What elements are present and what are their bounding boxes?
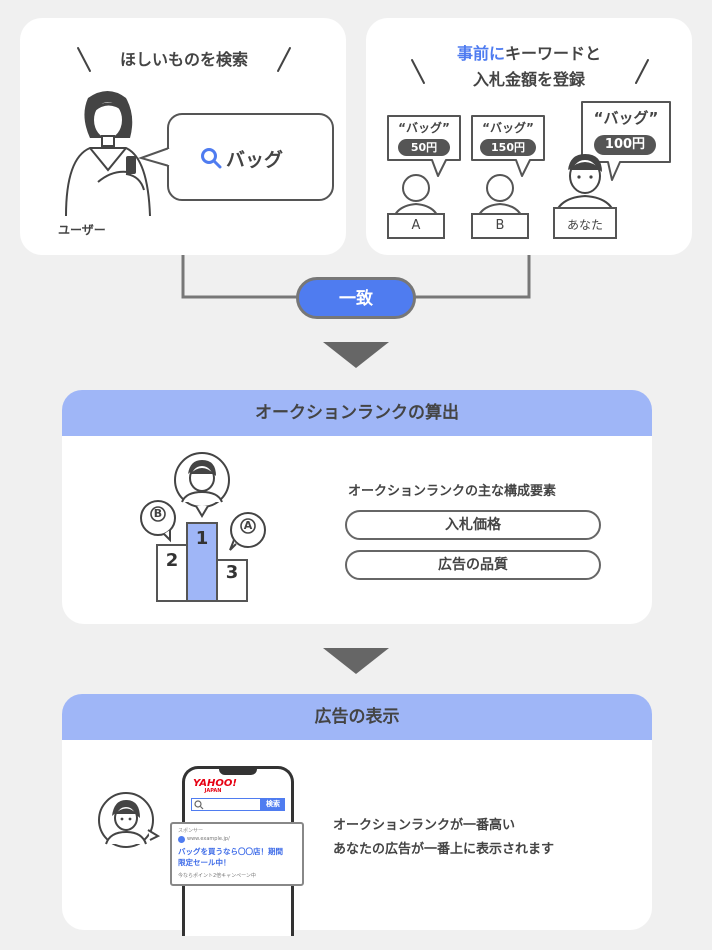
down-arrow-icon bbox=[323, 342, 389, 368]
ad-description: 今ならポイント2倍キャンペーン中 bbox=[178, 873, 256, 879]
person-b-label: B bbox=[495, 218, 505, 233]
search-icon bbox=[201, 148, 222, 169]
person-a-illustration bbox=[387, 174, 445, 239]
phone-search-icon bbox=[194, 800, 204, 810]
phone-search-input[interactable] bbox=[191, 798, 261, 811]
ad-display-desc-line1: オークションランクが一番高い bbox=[333, 818, 516, 833]
bid-amount-you: 100円 bbox=[594, 135, 656, 155]
factors-subtitle: オークションランクの主な構成要素 bbox=[348, 484, 557, 499]
search-text: バッグ bbox=[226, 149, 284, 171]
match-connector bbox=[181, 255, 531, 299]
ad-display-title: 広告の表示 bbox=[62, 694, 652, 740]
yahoo-logo: YAHOO! JAPAN bbox=[193, 778, 237, 794]
down-arrow-icon bbox=[323, 648, 389, 674]
ad-url: www.example.jp/ bbox=[187, 836, 230, 842]
ad-card[interactable] bbox=[170, 822, 304, 886]
factor-ad-quality: 広告の品質 bbox=[345, 550, 601, 580]
search-card: ほしいものを検索 ユーザー バッグ bbox=[20, 18, 346, 255]
bid-keyword-you: “バッグ” bbox=[593, 109, 659, 127]
phone-search-button[interactable]: 検索 bbox=[261, 798, 285, 811]
podium-second: 2 bbox=[165, 550, 179, 571]
ad-display-desc-line2: あなたの広告が一番上に表示されます bbox=[333, 842, 555, 857]
yahoo-logo-sub: JAPAN bbox=[204, 788, 222, 794]
search-bubble bbox=[138, 113, 334, 201]
podium-third: 3 bbox=[225, 562, 239, 583]
ad-favicon-icon bbox=[178, 836, 185, 843]
bid-heading-highlight: 事前に bbox=[456, 44, 505, 63]
bid-heading-line1: 事前にキーワードと bbox=[426, 40, 632, 64]
ad-sponsor-label: スポンサー bbox=[178, 828, 204, 834]
phone-notch bbox=[219, 769, 257, 775]
person-a-label: A bbox=[411, 218, 421, 233]
person-b-illustration bbox=[471, 174, 529, 239]
factor-bid-price: 入札価格 bbox=[345, 510, 601, 540]
badge-b: B bbox=[153, 507, 163, 520]
person-you-label: あなた bbox=[566, 218, 603, 232]
ad-title-line2[interactable]: 限定セール中！ bbox=[178, 858, 231, 867]
bid-keyword-b: “バッグ” bbox=[482, 121, 534, 135]
user-illustration bbox=[65, 91, 151, 217]
podium-first: 1 bbox=[195, 528, 209, 549]
auction-rank-title: オークションランクの算出 bbox=[62, 390, 652, 436]
yahoo-logo-main: YAHOO! bbox=[193, 778, 237, 789]
bid-keyword-a: “バッグ” bbox=[398, 121, 450, 135]
emphasis-lines bbox=[77, 47, 291, 72]
bid-card: 事前にキーワードと 入札金額を登録 “バッグ” 50円 “バッグ” 150円 “… bbox=[366, 18, 692, 255]
match-pill: 一致 bbox=[296, 277, 416, 319]
ad-title-line1[interactable]: バッグを買うなら〇〇店！期間 bbox=[178, 847, 283, 856]
you-avatar-bubble bbox=[98, 792, 161, 848]
podium-illustration bbox=[140, 452, 266, 602]
bid-heading-line2: 入札金額を登録 bbox=[472, 70, 585, 89]
person-you-illustration bbox=[553, 154, 617, 239]
badge-a: A bbox=[243, 519, 253, 532]
user-label: ユーザー bbox=[58, 223, 106, 237]
bid-amount-a: 50円 bbox=[398, 139, 450, 156]
search-heading: ほしいものを検索 bbox=[119, 50, 248, 69]
bid-heading-rest: キーワードと bbox=[505, 44, 602, 63]
emphasis-lines bbox=[411, 59, 649, 84]
bid-amount-b: 150円 bbox=[480, 139, 536, 156]
